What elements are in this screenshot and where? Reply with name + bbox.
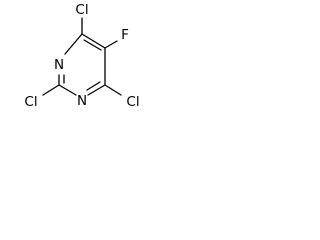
bond-c6-cl [104,84,122,96]
atom-cl-top: Cl [75,2,88,18]
atom-nitrogen-left: N [54,57,64,73]
bond-c2-cl [42,84,60,96]
bond-n1-c2 [58,84,77,96]
atom-nitrogen-bottom: N [77,93,87,109]
atom-fluorine: F [121,27,129,43]
bond-c6-n1 [87,84,106,96]
atom-cl-left: Cl [24,94,37,110]
bond-c4-c5-inner [83,39,102,51]
bond-c6-n1-inner [86,81,101,91]
molecule-structure: Cl F N N Cl Cl [24,2,139,110]
bond-c5-f [104,40,118,49]
atom-cl-right: Cl [126,94,139,110]
bond-c4-c5 [81,33,106,49]
bond-n3-c4 [64,33,83,55]
